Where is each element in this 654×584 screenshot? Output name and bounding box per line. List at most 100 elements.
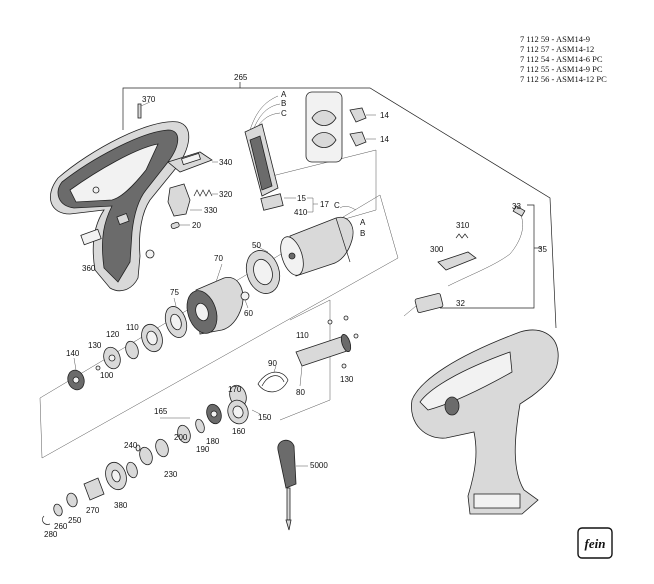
model-line: 7 112 56 - ASM14-12 PC: [520, 74, 607, 84]
label-75: 75: [170, 288, 179, 297]
wire-B: [253, 103, 281, 129]
housing-inner: [57, 129, 179, 283]
label-270: 270: [86, 506, 100, 515]
bearing-110a-bore: [146, 330, 158, 346]
sleeve-270: [83, 477, 105, 501]
tool-housing: [411, 329, 559, 515]
carbon-brush-14a: [349, 107, 367, 123]
label-32: 32: [456, 299, 465, 308]
motor-can: [289, 216, 354, 277]
connector-32: [414, 293, 444, 313]
spring-310: [455, 233, 469, 239]
label-230: 230: [164, 470, 178, 479]
label-320: 320: [219, 190, 233, 199]
switch-parts: [116, 151, 218, 230]
ring-75-bore: [170, 313, 182, 331]
label-wire-c: C: [281, 109, 287, 118]
model-number-list: 7 112 59 - ASM14-9 7 112 57 - ASM14-12 7…: [520, 34, 607, 84]
leader-90: [273, 365, 277, 373]
model-line: 7 112 54 - ASM14-6 PC: [520, 54, 603, 64]
harness-wire-C: [339, 206, 357, 211]
label-17: 17: [320, 200, 329, 209]
housing-rib: [69, 143, 159, 203]
collar-group-165: [135, 417, 190, 466]
frame-line-bottom: [41, 257, 399, 459]
washer-380-bore: [111, 469, 121, 483]
wire-A: [249, 95, 279, 131]
label-330: 330: [204, 206, 218, 215]
motor-seam: [335, 217, 351, 263]
label-20: 20: [192, 221, 201, 230]
harness-parts: [403, 205, 526, 317]
leader-150: [251, 409, 261, 415]
disc-front: [126, 461, 138, 479]
bracket-17: [307, 197, 314, 213]
part-labels: 265 370 A B C 14 14 340 320 330 20 15 17…: [44, 73, 547, 539]
label-110-right: 110: [296, 331, 309, 340]
connector-410: [260, 193, 284, 211]
tool-body: [411, 329, 559, 515]
housing-boss-2: [92, 186, 100, 194]
clutch-parts: [177, 384, 261, 444]
ball-a: [343, 315, 349, 321]
ring-150-bore: [232, 405, 244, 419]
leader-80: [299, 365, 303, 387]
label-130-left: 130: [88, 341, 102, 350]
bracket-33-35: [440, 204, 535, 309]
label-140: 140: [66, 349, 80, 358]
label-wire-c-2: C: [334, 201, 340, 210]
washer-180: [195, 418, 205, 434]
spindle-flange: [340, 333, 352, 353]
label-180: 180: [206, 437, 220, 446]
wire-C: [257, 112, 281, 127]
label-200: 200: [174, 433, 188, 442]
leader-60: [244, 299, 249, 309]
motor-shaft: [288, 252, 296, 260]
label-70: 70: [214, 254, 223, 263]
brush-inset: [305, 91, 376, 163]
label-wire-a: A: [281, 90, 287, 99]
housing-half: [49, 121, 190, 292]
label-165: 165: [154, 407, 168, 416]
label-50: 50: [252, 241, 261, 250]
label-wire-b: B: [281, 99, 286, 108]
label-150: 150: [258, 413, 272, 422]
leader-140: [73, 357, 77, 371]
label-370: 370: [142, 95, 156, 104]
housing-clip: [80, 228, 102, 246]
label-5000: 5000: [310, 461, 328, 470]
spindle-80: [257, 315, 359, 393]
brush-inset-frame: [305, 91, 343, 163]
label-130-right: 130: [340, 375, 354, 384]
sleeve-260: [53, 503, 63, 517]
label-wire-b-2: B: [360, 229, 365, 238]
spring-230: [139, 446, 153, 466]
logo-text: fein: [585, 536, 606, 551]
gearbox-bore: [195, 302, 209, 322]
spring-250: [66, 492, 78, 508]
label-410: 410: [294, 208, 308, 217]
label-15: 15: [297, 194, 306, 203]
small-block: [116, 213, 130, 225]
model-line: 7 112 57 - ASM14-12: [520, 44, 595, 54]
leader-50: [255, 245, 269, 253]
brush-holder-2: [311, 132, 337, 148]
label-110-left: 110: [126, 323, 139, 332]
frame-line-left: [39, 397, 43, 459]
label-90: 90: [268, 359, 277, 368]
gear-ring-bore: [253, 258, 273, 286]
label-35: 35: [538, 245, 547, 254]
gear-ring-50: [245, 245, 281, 294]
ball-240: [135, 444, 141, 452]
leader-70: [215, 263, 223, 283]
ball-130a: [95, 365, 101, 371]
motor: [280, 216, 354, 277]
ring-75: [164, 297, 188, 338]
pin-370: [137, 101, 151, 119]
label-160: 160: [232, 427, 246, 436]
tool-battery-foot: [473, 493, 521, 509]
screwdriver-tip: [285, 519, 292, 531]
main-assembly-line-265: [122, 87, 557, 329]
